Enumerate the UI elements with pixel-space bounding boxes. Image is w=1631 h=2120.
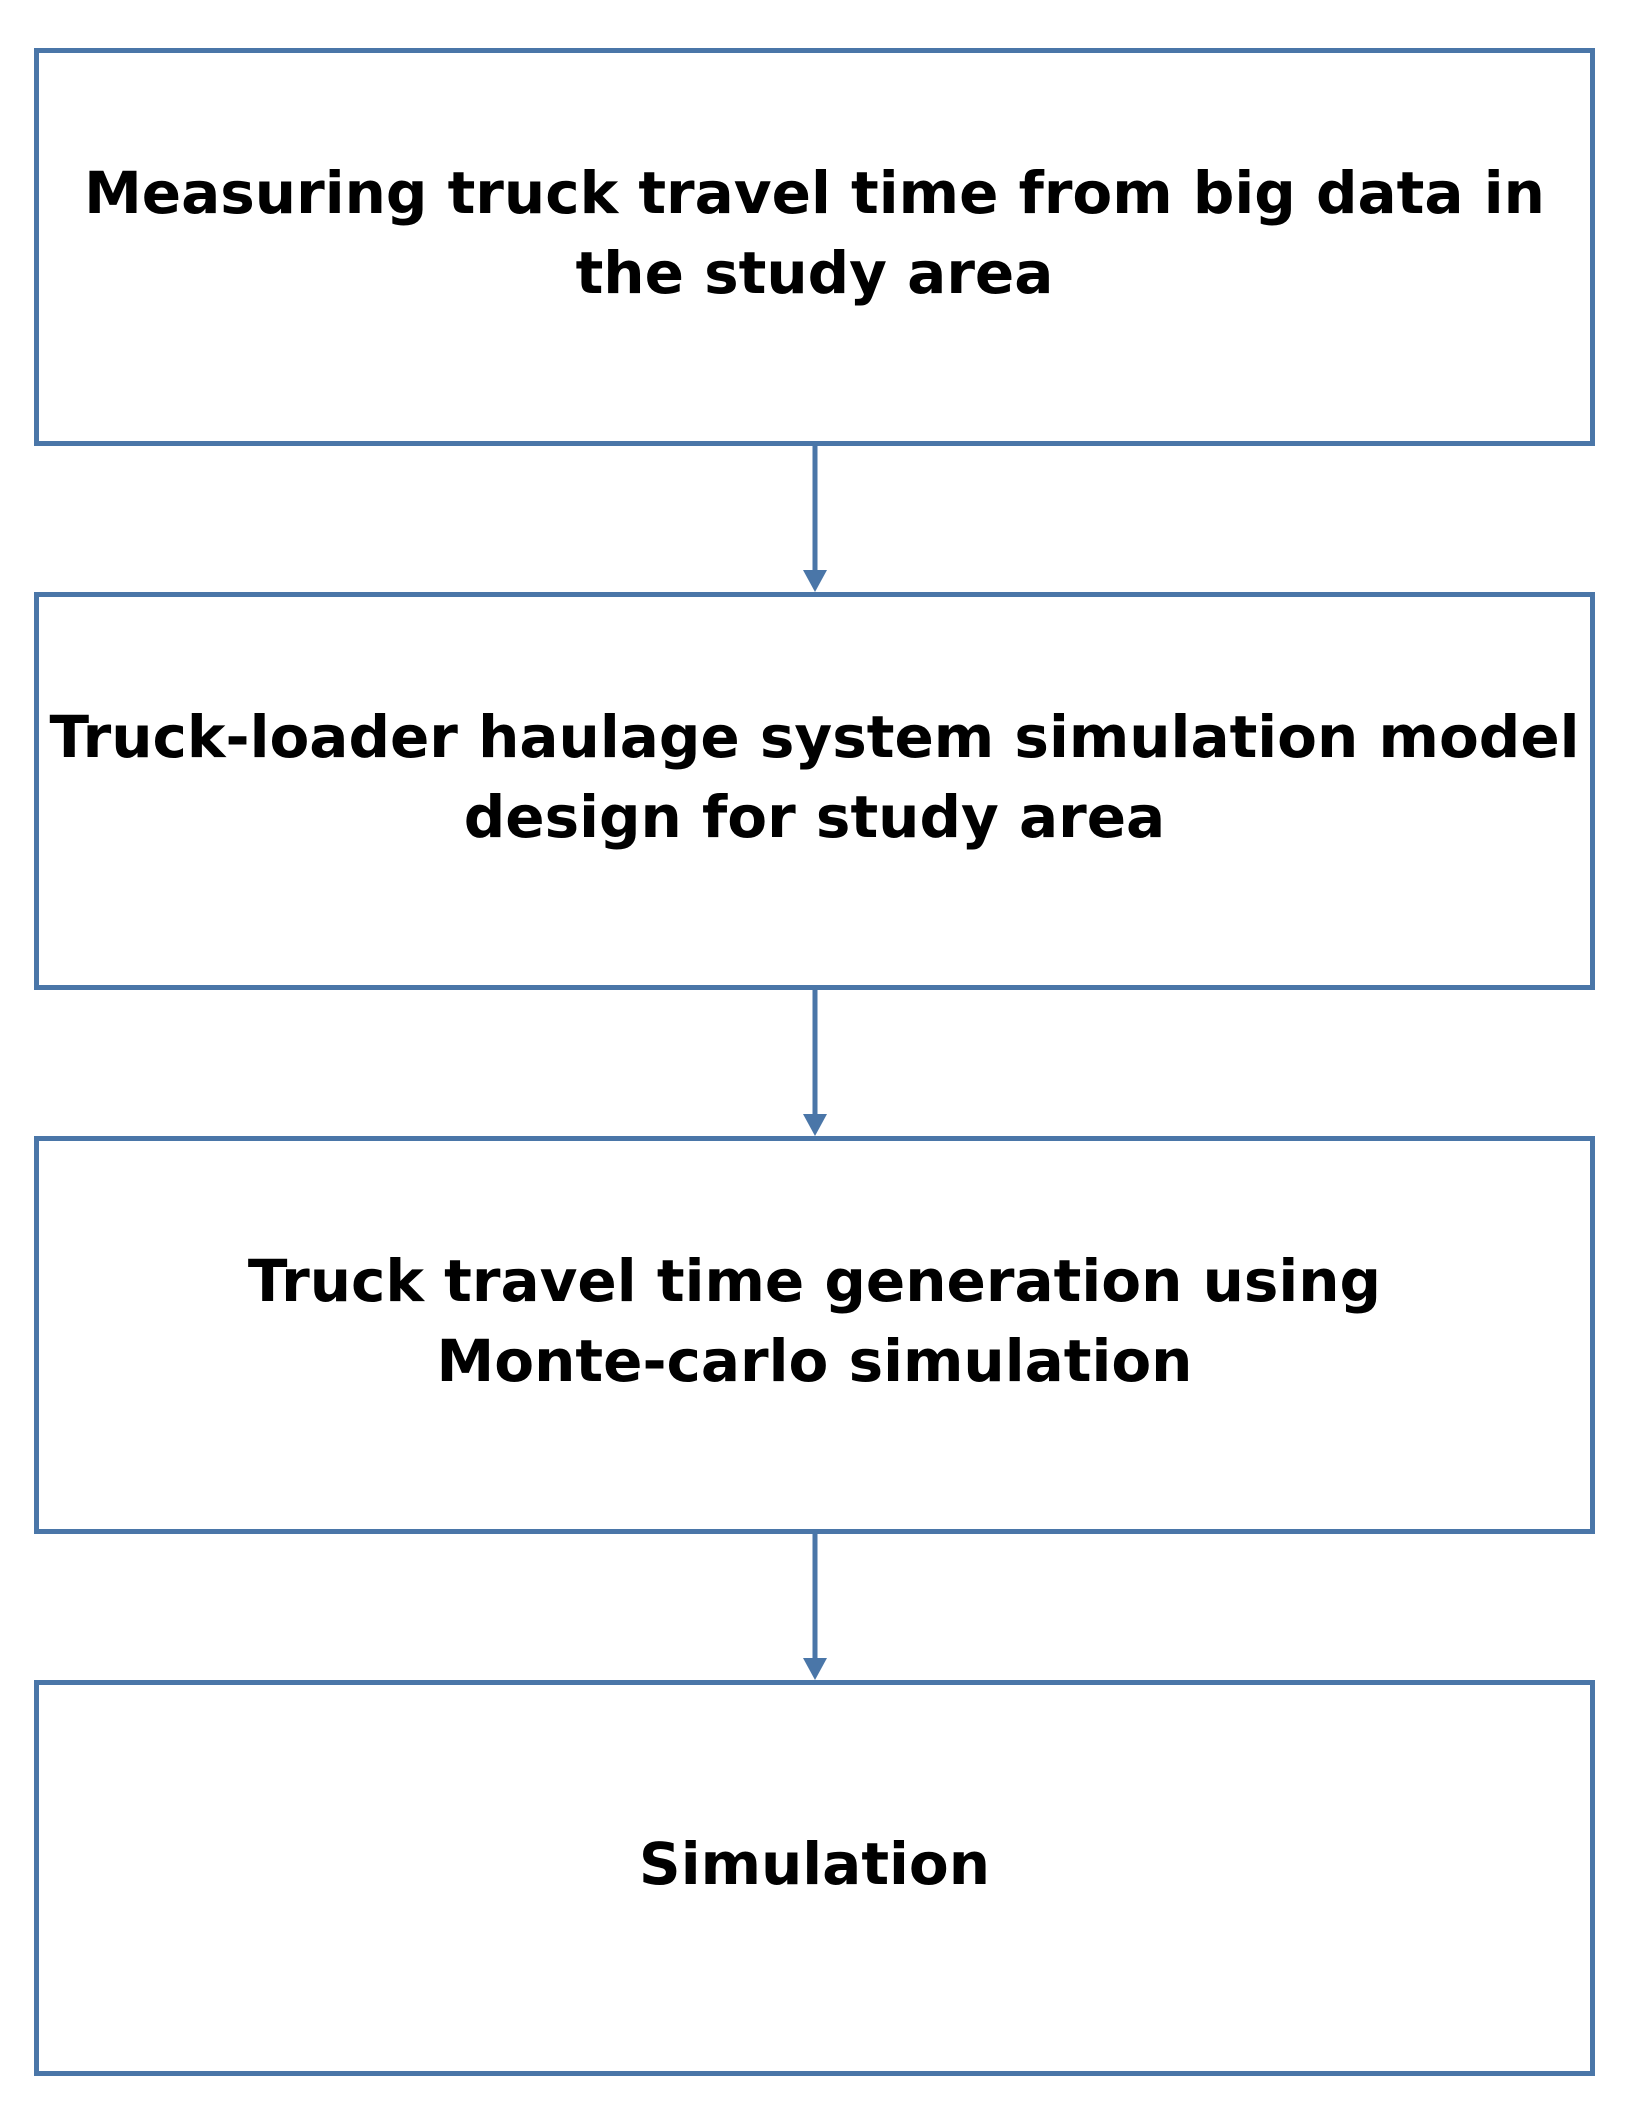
arrow-step3-to-step4 [803,1534,827,1680]
step-box-simulation-model-design: Truck-loader haulage system simulation m… [34,592,1595,990]
step-label: Measuring truck travel time from big dat… [84,153,1545,313]
step-label-line: the study area [575,239,1054,307]
step-label: Truck-loader haulage system simulation m… [49,697,1579,857]
step-label-line: Simulation [638,1830,991,1898]
step-label: Simulation [639,1824,990,1904]
step-box-travel-time-generation: Truck travel time generation using Monte… [34,1136,1595,1534]
arrow-step2-to-step3 [803,990,827,1136]
step-label-line: Measuring truck travel time from big dat… [84,159,1545,227]
step-box-measuring-travel-time: Measuring truck travel time from big dat… [34,48,1595,446]
step-box-simulation: Simulation [34,1680,1595,2076]
step-label-line: Monte-carlo simulation [436,1327,1193,1395]
arrow-step1-to-step2 [803,446,827,592]
step-label-line: design for study area [463,783,1166,851]
step-label-line: Truck travel time generation using [247,1247,1382,1315]
step-label: Truck travel time generation using Monte… [248,1241,1381,1401]
step-label-line: Truck-loader haulage system simulation m… [49,703,1580,771]
